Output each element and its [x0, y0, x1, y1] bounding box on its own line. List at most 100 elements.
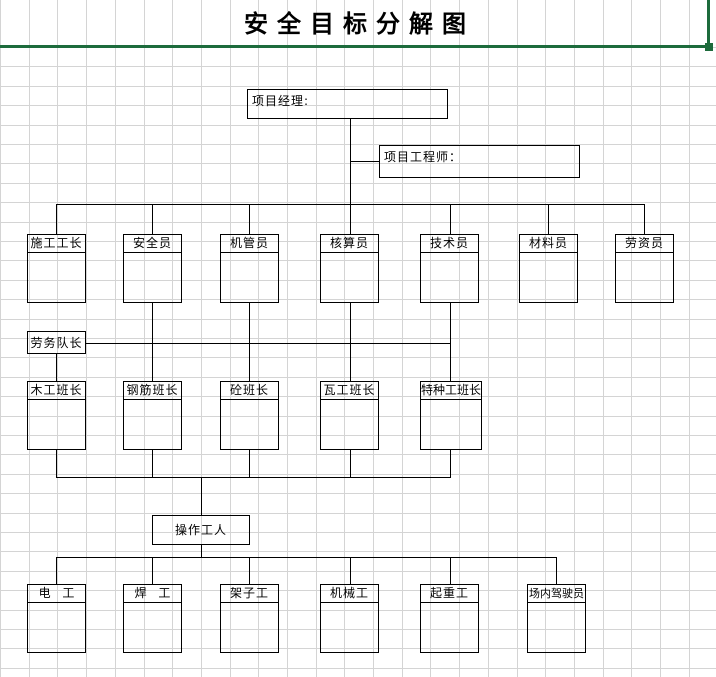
org-node-labor-wage-officer[interactable]: 劳资员	[615, 234, 674, 303]
org-node-label: 钢筋班长	[124, 382, 181, 400]
selection-border-vertical	[707, 0, 710, 46]
org-node-label: 起重工	[421, 585, 478, 603]
connector-drop-r5c5	[450, 343, 451, 381]
connector-r3c2-down	[152, 303, 153, 343]
org-node-operating-workers[interactable]: 操作工人	[152, 515, 250, 545]
org-node-label: 施工工长	[28, 235, 85, 253]
grid-column-line	[459, 0, 460, 677]
org-node-labor-team-leader[interactable]: 劳务队长	[27, 331, 86, 354]
grid-row-line	[0, 454, 716, 455]
org-node-special-works-foreman[interactable]: 特种工班长	[420, 381, 482, 450]
org-node-technician[interactable]: 技术员	[420, 234, 479, 303]
connector-ops-down	[201, 545, 202, 557]
org-node-carpentry-foreman[interactable]: 木工班长	[27, 381, 86, 450]
grid-column-line	[574, 0, 575, 677]
org-node-equipment-officer[interactable]: 机管员	[220, 234, 279, 303]
grid-row-line	[0, 66, 716, 67]
connector-r5c3-down	[249, 450, 250, 477]
connector-drop-r7c2	[152, 557, 153, 584]
grid-row-line	[0, 571, 716, 572]
connector-drop-r7c5	[450, 557, 451, 584]
org-node-label: 安全员	[124, 235, 181, 253]
connector-drop-r3c5	[450, 204, 451, 234]
org-node-project-manager[interactable]: 项目经理:	[247, 89, 448, 119]
grid-column-line	[660, 0, 661, 677]
grid-column-line	[545, 0, 546, 677]
fill-handle[interactable]	[705, 43, 713, 51]
connector-drop-r7c6	[556, 557, 557, 584]
connector-r3c4-down	[350, 303, 351, 343]
connector-pm-to-pe	[350, 161, 380, 162]
org-node-construction-foreman[interactable]: 施工工长	[27, 234, 86, 303]
connector-r5c4-down	[350, 450, 351, 477]
org-node-label: 技术员	[421, 235, 478, 253]
grid-column-line	[172, 0, 173, 677]
grid-column-line	[517, 0, 518, 677]
org-node-machinist[interactable]: 机械工	[320, 584, 379, 653]
org-node-welder[interactable]: 焊 工	[123, 584, 182, 653]
org-node-safety-officer[interactable]: 安全员	[123, 234, 182, 303]
org-node-label: 特种工班长	[421, 382, 481, 400]
connector-level6-bus	[56, 477, 451, 478]
connector-level5-bus	[86, 343, 451, 344]
connector-drop-r7c4	[350, 557, 351, 584]
org-node-label: 木工班长	[28, 382, 85, 400]
org-node-label: 电 工	[28, 585, 85, 603]
connector-level7-bus	[56, 557, 557, 558]
grid-column-line	[201, 0, 202, 677]
grid-column-line	[0, 0, 1, 677]
org-node-site-driver[interactable]: 场内驾驶员	[527, 584, 586, 653]
connector-drop-r7c1	[56, 557, 57, 584]
grid-row-line	[0, 551, 716, 552]
grid-column-line	[230, 0, 231, 677]
grid-row-line	[0, 474, 716, 475]
org-node-electrician[interactable]: 电 工	[27, 584, 86, 653]
org-node-masonry-foreman[interactable]: 瓦工班长	[320, 381, 379, 450]
connector-drop-r5c1	[56, 353, 57, 381]
org-node-scaffolder[interactable]: 架子工	[220, 584, 279, 653]
org-node-label: 材料员	[520, 235, 577, 253]
grid-row-line	[0, 202, 716, 203]
grid-column-line	[631, 0, 632, 677]
grid-row-line	[0, 513, 716, 514]
org-node-label: 操作工人	[174, 523, 227, 537]
grid-column-line	[86, 0, 87, 677]
connector-drop-r5c2	[152, 343, 153, 381]
connector-drop-r3c7	[644, 204, 645, 234]
org-node-project-engineer[interactable]: 项目工程师：	[379, 145, 580, 178]
connector-drop-r7c3	[249, 557, 250, 584]
grid-column-line	[144, 0, 145, 677]
connector-drop-r3c3	[249, 204, 250, 234]
grid-row-line	[0, 338, 716, 339]
org-node-material-officer[interactable]: 材料员	[519, 234, 578, 303]
grid-row-line	[0, 357, 716, 358]
connector-drop-r3c6	[548, 204, 549, 234]
connector-r5c1-down	[56, 450, 57, 477]
grid-row-line	[0, 377, 716, 378]
connector-drop-r3c1	[56, 204, 57, 234]
grid-column-line	[689, 0, 690, 677]
org-node-label: 机管员	[221, 235, 278, 253]
org-node-label: 劳务队长	[30, 335, 83, 350]
org-node-rebar-foreman[interactable]: 钢筋班长	[123, 381, 182, 450]
org-node-label: 劳资员	[616, 235, 673, 253]
org-node-label: 场内驾驶员	[528, 585, 585, 603]
grid-row-line	[0, 668, 716, 669]
org-node-label: 瓦工班长	[321, 382, 378, 400]
grid-row-line	[0, 125, 716, 126]
org-node-label: 项目经理:	[252, 94, 310, 108]
connector-drop-r5c4	[350, 343, 351, 381]
selection-border-horizontal	[0, 45, 710, 48]
org-node-crane-operator[interactable]: 起重工	[420, 584, 479, 653]
grid-row-line	[0, 493, 716, 494]
org-node-concrete-foreman[interactable]: 砼班长	[220, 381, 279, 450]
grid-column-line	[488, 0, 489, 677]
connector-r5c2-down	[152, 450, 153, 477]
grid-row-line	[0, 183, 716, 184]
org-node-accounting-officer[interactable]: 核算员	[320, 234, 379, 303]
connector-drop-ops	[201, 477, 202, 515]
grid-row-line	[0, 319, 716, 320]
org-node-label: 项目工程师：	[384, 150, 463, 164]
grid-row-line	[0, 222, 716, 223]
